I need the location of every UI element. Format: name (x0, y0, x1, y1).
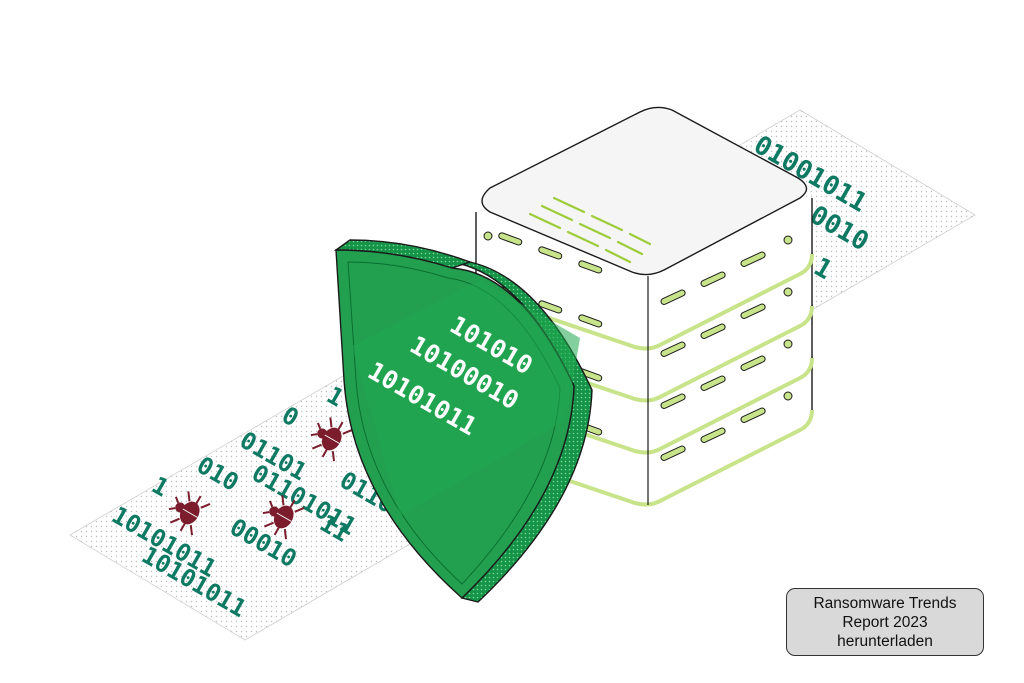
download-report-button[interactable]: Ransomware Trends Report 2023 herunterla… (786, 588, 984, 656)
cta-line-2: Report 2023 (842, 613, 928, 631)
cta-line-1: Ransomware Trends (813, 594, 957, 612)
cta-line-3: herunterladen (837, 632, 933, 650)
